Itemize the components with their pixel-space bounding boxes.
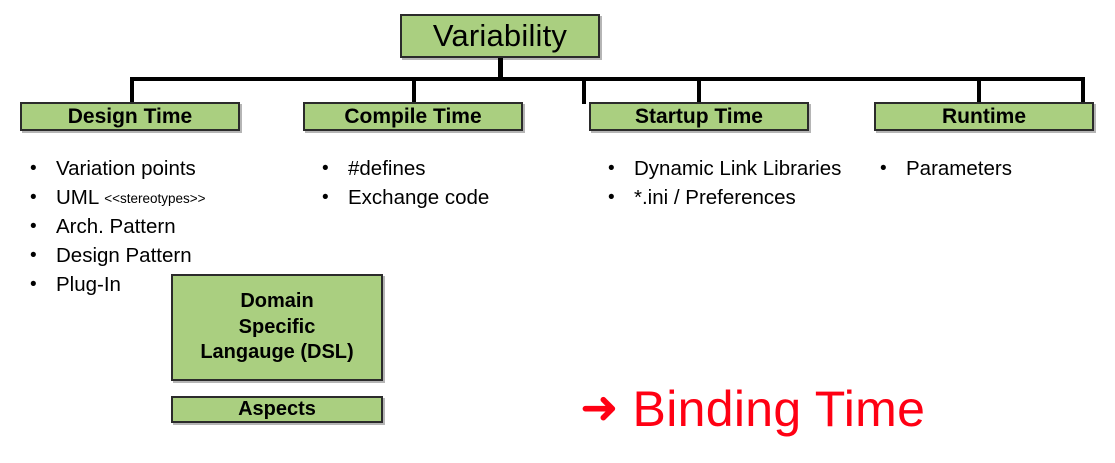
bullet-list-runtime: • Parameters xyxy=(880,155,1100,184)
bullet-icon: • xyxy=(608,187,615,209)
node-runtime[interactable]: Runtime xyxy=(874,102,1094,131)
bullet-list-compile-time: • #defines • Exchange code xyxy=(322,155,572,213)
binding-time-label: Binding Time xyxy=(632,381,926,437)
list-item: • Variation points xyxy=(30,155,295,183)
bullet-list-startup-time: • Dynamic Link Libraries • *.ini / Prefe… xyxy=(608,155,860,213)
node-startup-time-label: Startup Time xyxy=(635,104,763,128)
binding-time-callout: ➜ Binding Time xyxy=(580,384,925,434)
node-aspects[interactable]: Aspects xyxy=(171,396,383,423)
list-item: • Design Pattern xyxy=(30,242,295,270)
connector-root-stem xyxy=(498,58,503,80)
list-item-label: UML <<stereotypes>> xyxy=(56,184,295,212)
node-runtime-label: Runtime xyxy=(942,104,1026,128)
connector-bus-extension xyxy=(977,77,1085,81)
list-item: • Plug-In xyxy=(30,271,295,299)
node-variability[interactable]: Variability xyxy=(400,14,600,58)
list-item: • Dynamic Link Libraries xyxy=(608,155,860,183)
node-variability-label: Variability xyxy=(432,18,568,53)
list-item-label: *.ini / Preferences xyxy=(634,186,796,210)
list-item: • Parameters xyxy=(880,155,1100,183)
bullet-icon: • xyxy=(322,187,329,209)
arrow-right-icon: ➜ xyxy=(580,380,619,434)
node-dsl-label: Domain Specific Langauge (DSL) xyxy=(200,290,354,364)
list-item-text: UML xyxy=(56,186,105,210)
bullet-icon: • xyxy=(30,187,37,209)
connector-stem-startup-time-drop xyxy=(697,77,701,104)
list-item: • UML <<stereotypes>> xyxy=(30,184,295,212)
node-design-time[interactable]: Design Time xyxy=(20,102,240,131)
bullet-list-design-time: • Variation points • UML <<stereotypes>>… xyxy=(30,155,295,300)
node-compile-time[interactable]: Compile Time xyxy=(303,102,523,131)
node-startup-time[interactable]: Startup Time xyxy=(589,102,809,131)
connector-horizontal-bus xyxy=(130,77,981,81)
connector-stem-compile-time xyxy=(582,77,586,104)
node-aspects-label: Aspects xyxy=(238,397,316,420)
bullet-icon: • xyxy=(30,274,37,296)
bullet-icon: • xyxy=(322,158,329,179)
list-item-label: Variation points xyxy=(56,157,196,180)
connector-stem-runtime xyxy=(1081,77,1085,104)
list-item-label: Design Pattern xyxy=(56,244,192,268)
bullet-icon: • xyxy=(30,158,37,179)
list-item: • *.ini / Preferences xyxy=(608,184,860,212)
list-item-note: <<stereotypes>> xyxy=(104,191,206,207)
connector-stem-design-time xyxy=(130,77,134,104)
bullet-icon: • xyxy=(608,158,615,179)
node-compile-time-label: Compile Time xyxy=(344,104,482,128)
list-item: • #defines xyxy=(322,155,572,183)
list-item-label: Parameters xyxy=(906,157,1012,180)
connector-stem-compile-time-drop xyxy=(412,77,416,104)
list-item: • Exchange code xyxy=(322,184,572,212)
list-item-label: Plug-In xyxy=(56,273,121,297)
list-item: • Arch. Pattern xyxy=(30,213,295,241)
bullet-icon: • xyxy=(880,158,887,179)
list-item-label: Exchange code xyxy=(348,186,490,210)
list-item-label: Dynamic Link Libraries xyxy=(634,157,842,180)
bullet-icon: • xyxy=(30,245,37,267)
node-design-time-label: Design Time xyxy=(67,104,193,128)
connector-stem-startup-time xyxy=(977,77,981,104)
bullet-icon: • xyxy=(30,216,37,238)
list-item-label: #defines xyxy=(348,157,426,180)
node-domain-specific-language[interactable]: Domain Specific Langauge (DSL) xyxy=(171,274,383,381)
list-item-label: Arch. Pattern xyxy=(56,215,176,239)
